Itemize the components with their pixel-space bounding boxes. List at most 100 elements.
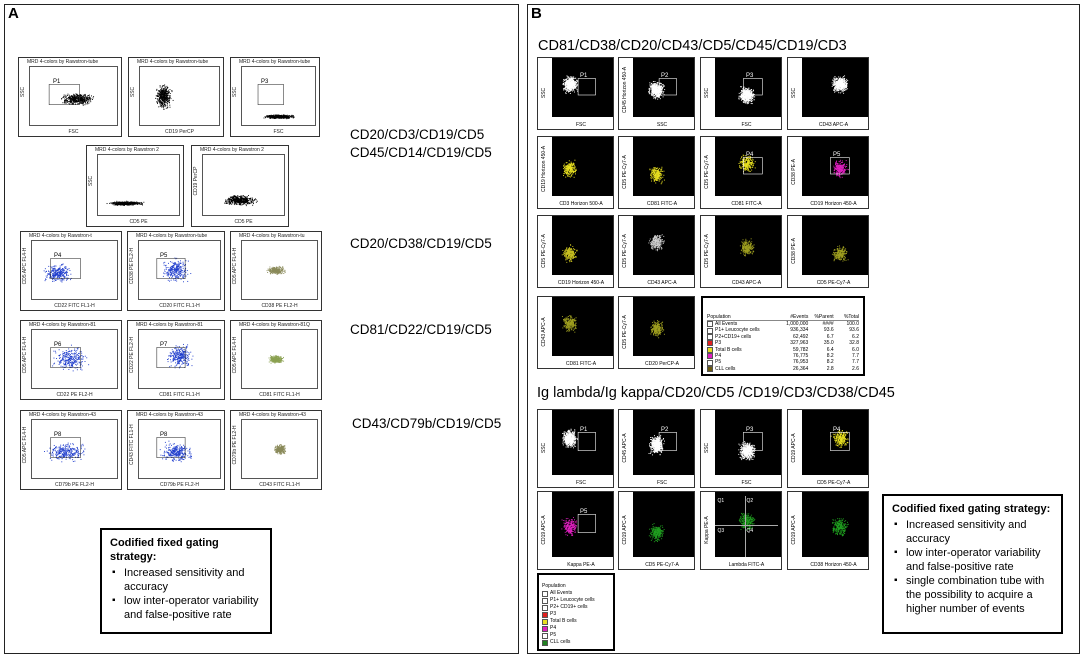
dot-cloud bbox=[274, 444, 287, 455]
dark-scatter-plot: CD3 Horizon 500-A CD19 Horizon 450-A bbox=[537, 136, 614, 209]
table-cell: P3 bbox=[715, 340, 722, 347]
dot-cloud bbox=[738, 78, 763, 105]
y-axis-label: CD5 APC FL4-H bbox=[232, 336, 238, 374]
y-axis-label: CD5 PE-Cy7-A bbox=[622, 155, 628, 189]
x-axis-label: CD20 PerCP-A bbox=[633, 361, 691, 367]
panel-b-letter: B bbox=[531, 5, 542, 22]
dot-cloud bbox=[268, 354, 285, 364]
scatter-plot: MRD 4-colors by Rawstron-tube P3 FSC SSC bbox=[230, 57, 320, 137]
y-axis-label: CD19 PerCP bbox=[193, 166, 199, 196]
combo-label: CD81/CD22/CD19/CD5 bbox=[350, 322, 492, 337]
table-row: P2+CD19+ cells 62,492 6.7 6.2 bbox=[707, 333, 859, 341]
strategy-title: Codified fixed gating strategy: bbox=[892, 503, 1051, 515]
legend-label: P5 bbox=[550, 632, 557, 638]
gate-label: P5 bbox=[580, 509, 588, 515]
plot-title: MRD 4-colors by Rawstron-tube bbox=[137, 59, 209, 65]
scatter-plot: MRD 4-colors by Rawstron 2 CD5 PE CD19 P… bbox=[191, 145, 289, 227]
legend-item: P2+ CD19+ cells bbox=[542, 604, 611, 611]
dot-cloud bbox=[832, 518, 849, 537]
y-axis-label: SSC bbox=[232, 87, 238, 98]
gate-label: P4 bbox=[54, 253, 62, 259]
legend-label: All Events bbox=[550, 590, 573, 596]
plot-title: MRD 4-colors by Rawstron-81 bbox=[29, 322, 96, 328]
table-cell: 32.8 bbox=[849, 340, 859, 347]
y-axis-label: SSC bbox=[541, 87, 547, 99]
gate-label: P7 bbox=[160, 342, 168, 348]
plot-title: MRD 4-colors by Rawstron-81Q bbox=[239, 322, 310, 328]
table-cell: 93.6 bbox=[849, 327, 859, 334]
y-axis-label: CD22 PE FL2-H bbox=[129, 337, 135, 374]
x-axis-label: CD81 FITC FL1-H bbox=[159, 392, 200, 398]
dark-scatter-plot: CD19 Horizon 450-A CD5 PE-Cy7-A bbox=[537, 215, 614, 288]
x-axis-label: CD43 FITC FL1-H bbox=[259, 482, 300, 488]
plot-area: P7 bbox=[138, 329, 221, 389]
dot-cloud bbox=[648, 78, 677, 100]
x-axis-label: FSC bbox=[715, 480, 778, 486]
panel-a bbox=[4, 4, 519, 654]
dot-cloud bbox=[50, 344, 90, 372]
plot-area: P4 bbox=[31, 240, 118, 300]
quadrant-label: Q4 bbox=[746, 527, 754, 534]
y-axis-label: CD79b PE FL2-H bbox=[232, 425, 238, 465]
plot-title: MRD 4-colors by Rawstron 2 bbox=[200, 147, 264, 153]
color-swatch bbox=[707, 321, 713, 328]
color-swatch bbox=[542, 597, 548, 604]
plot-area: P3 bbox=[715, 414, 778, 475]
quadrant-label: Q2 bbox=[746, 498, 754, 505]
dot-cloud bbox=[831, 75, 849, 94]
dot-cloud bbox=[106, 200, 145, 206]
table-cell: 59,782 bbox=[793, 346, 809, 353]
table-cell: Total B cells bbox=[715, 346, 742, 353]
plot-title: MRD 4-colors by Rawstron-43 bbox=[136, 412, 203, 418]
y-axis-label: CD19 Horizon 450-A bbox=[541, 145, 547, 192]
population-legend: Population All Events P1+ Leucocyte cell… bbox=[537, 573, 615, 651]
y-axis-label: SSC bbox=[88, 175, 94, 187]
dot-cloud bbox=[739, 238, 755, 257]
x-axis-label: CD19 Horizon 450-A bbox=[802, 201, 865, 207]
x-axis-label: CD81 FITC FL1-H bbox=[259, 392, 300, 398]
plot-area: P1 bbox=[29, 66, 118, 126]
x-axis-label: CD5 PE-Cy7-A bbox=[633, 562, 691, 568]
y-axis-label: SSC bbox=[130, 87, 136, 98]
strategy-item: single combination tube with the possibi… bbox=[894, 574, 1053, 616]
x-axis-label: FSC bbox=[68, 129, 79, 135]
color-swatch bbox=[542, 611, 548, 618]
dot-cloud bbox=[738, 432, 763, 461]
plot-area: P5 bbox=[552, 496, 610, 557]
combo-label: CD43/CD79b/CD19/CD5 bbox=[352, 416, 502, 431]
strategy-item: Increased sensitivity and accuracy bbox=[112, 566, 262, 594]
dark-scatter-plot: CD38 Horizon 450-A CD19 APC-A bbox=[787, 491, 869, 570]
plot-area bbox=[97, 154, 180, 216]
plot-area: P5 bbox=[138, 240, 221, 300]
color-swatch bbox=[542, 590, 548, 597]
y-axis-label: CD5 APC FL4-H bbox=[22, 426, 28, 464]
x-axis-label: CD3 Horizon 500-A bbox=[552, 201, 610, 207]
plot-area bbox=[552, 141, 610, 196]
dot-cloud bbox=[830, 157, 850, 179]
plot-area bbox=[241, 240, 318, 300]
table-header-cell: %Parent bbox=[814, 314, 834, 320]
gate-label: P2 bbox=[661, 73, 669, 79]
color-swatch bbox=[542, 639, 548, 646]
gate-label: P6 bbox=[54, 342, 62, 348]
y-axis-label: CD5 PE-Cy7-A bbox=[704, 234, 710, 268]
y-axis-label: CD5 PE-Cy7-A bbox=[541, 234, 547, 268]
gate-label: P8 bbox=[54, 432, 62, 438]
dot-cloud bbox=[648, 432, 677, 456]
legend-item: P4 bbox=[542, 625, 611, 632]
y-axis-label: CD43 APC-A bbox=[541, 317, 547, 347]
y-axis-label: CD5 APC FL4-H bbox=[232, 247, 238, 285]
table-cell: 6.4 bbox=[826, 346, 834, 353]
x-axis-label: CD79b PE FL2-H bbox=[160, 482, 199, 488]
plot-title: MRD 4-colors by Rawstron-43 bbox=[239, 412, 306, 418]
table-cell: 62,492 bbox=[793, 333, 809, 340]
y-axis-label: SSC bbox=[704, 87, 710, 99]
quadrant-label: Q1 bbox=[717, 498, 725, 505]
scatter-plot: MRD 4-colors by Rawstron-43 P8 CD79b PE … bbox=[20, 410, 122, 490]
table-cell: P4 bbox=[715, 353, 722, 360]
x-axis-label: CD81 FITC-A bbox=[552, 361, 610, 367]
gate-label: P3 bbox=[261, 79, 269, 85]
plot-area: P3 bbox=[715, 62, 778, 117]
dark-scatter-plot: P1 FSC SSC bbox=[537, 57, 614, 130]
